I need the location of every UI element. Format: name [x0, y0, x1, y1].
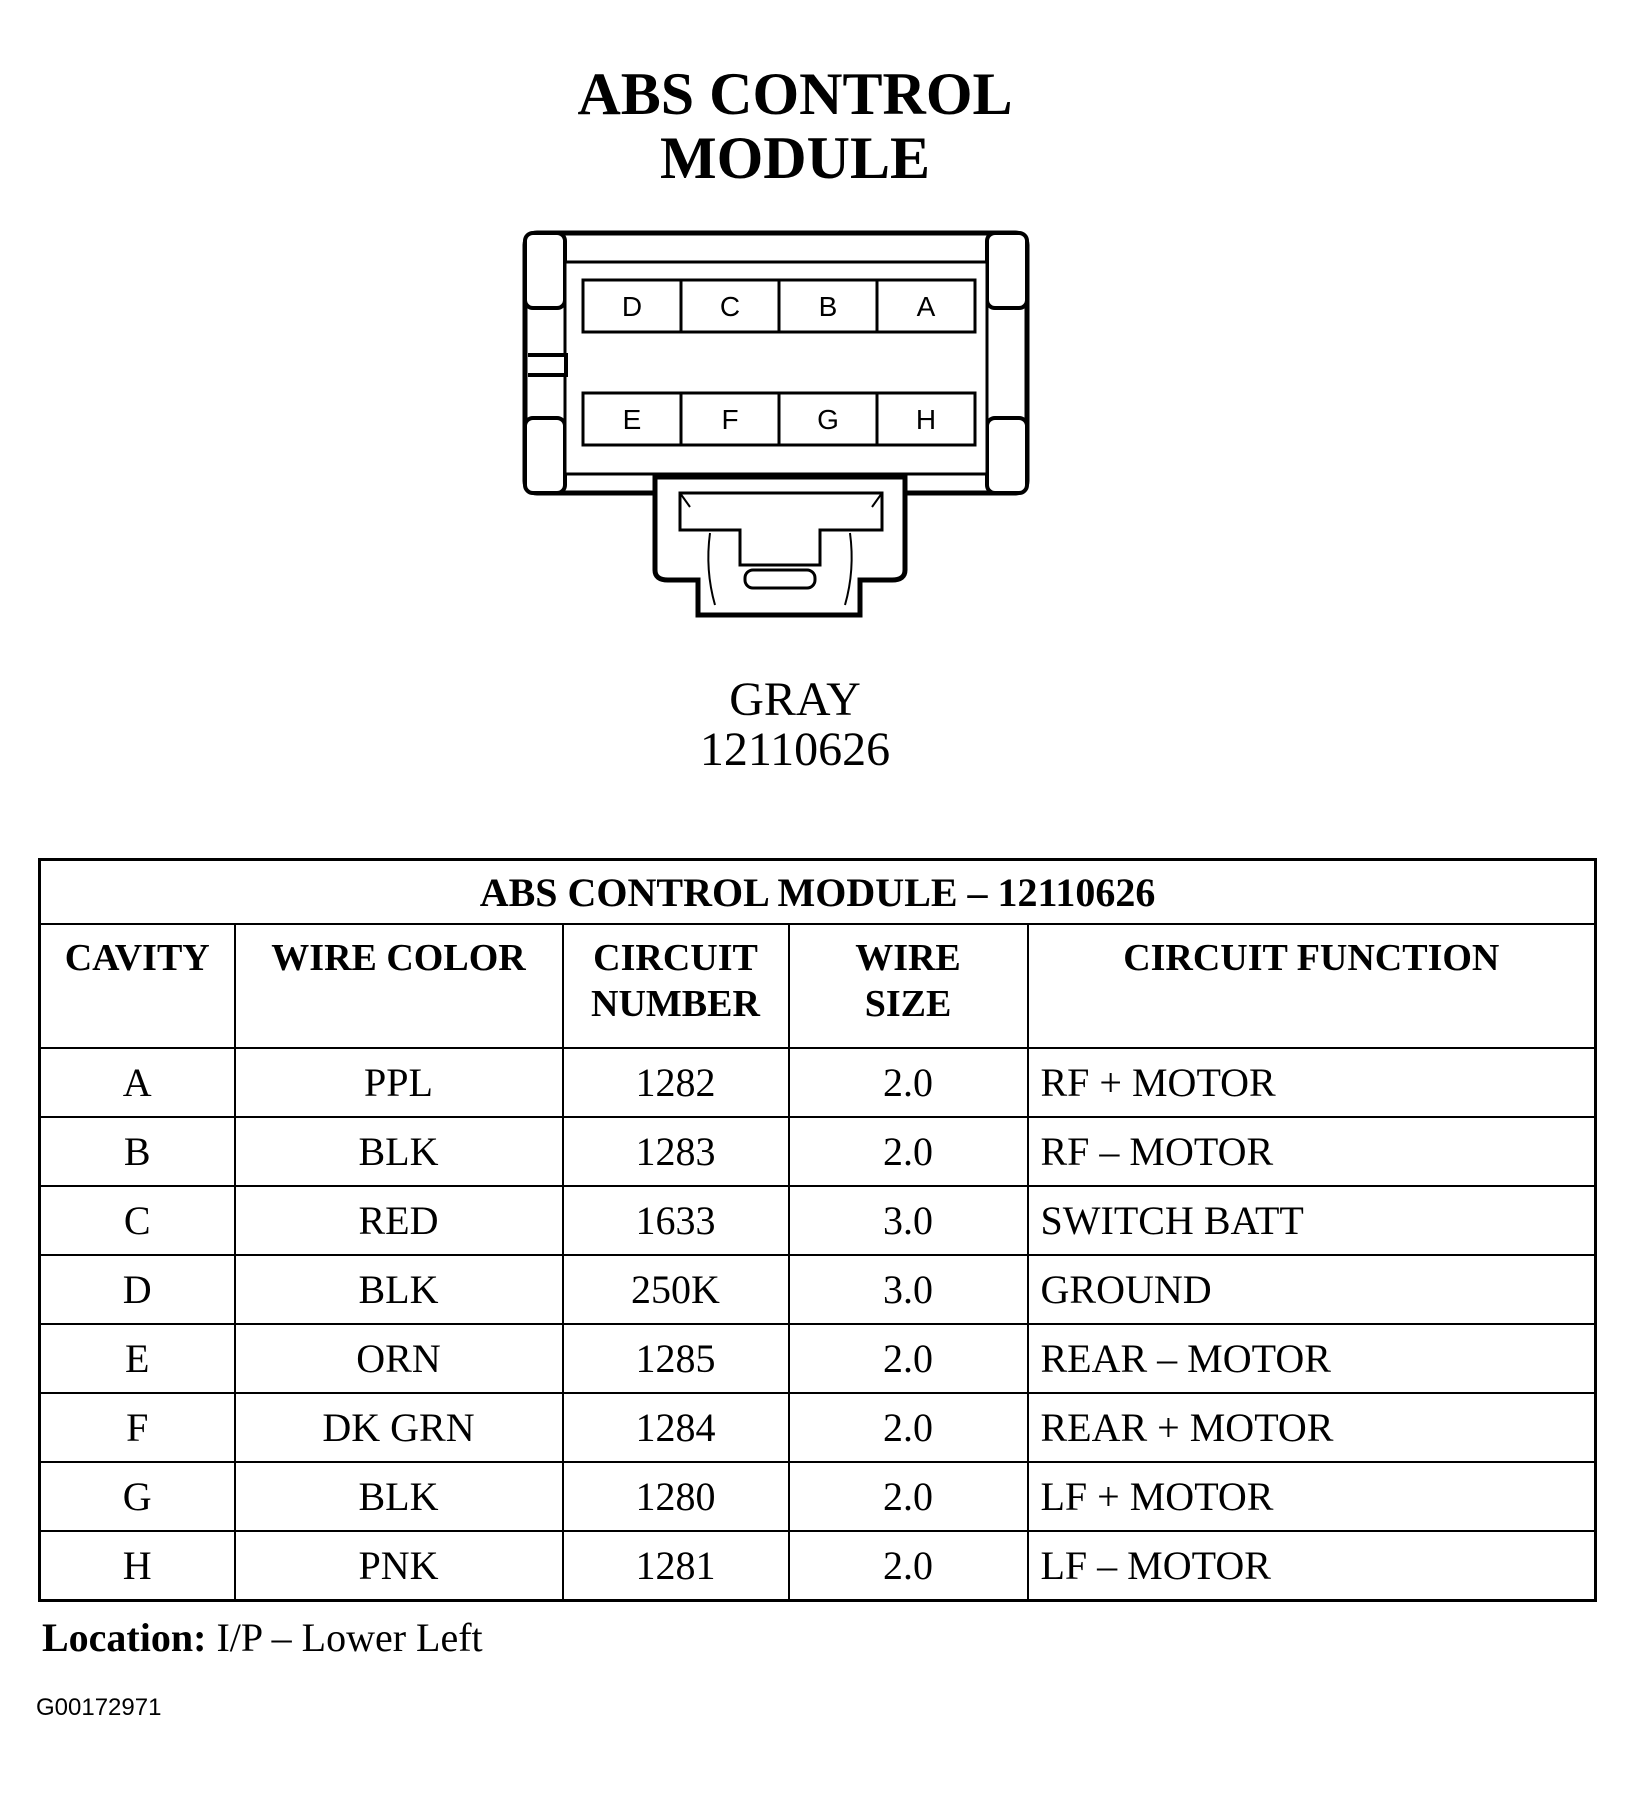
cell-circuit-number: 1285 [561, 1323, 790, 1394]
table-row: H PNK 1281 2.0 LF – MOTOR [38, 1530, 1597, 1602]
cell-cavity: B [38, 1116, 236, 1187]
cell-cavity: G [38, 1461, 236, 1532]
cell-cavity: E [38, 1323, 236, 1394]
cavity-label-c: C [720, 291, 740, 322]
table-row: B BLK 1283 2.0 RF – MOTOR [38, 1116, 1597, 1187]
table-row: E ORN 1285 2.0 REAR – MOTOR [38, 1323, 1597, 1394]
header-circuit-number-line-1: CIRCUIT [593, 937, 758, 979]
cell-circuit-number: 1281 [561, 1530, 790, 1602]
cavity-label-d: D [622, 291, 642, 322]
top-cavity-row [581, 278, 977, 334]
cell-wire-size: 2.0 [787, 1047, 1029, 1118]
cavity-label-e: E [623, 404, 642, 435]
cell-wire-size: 3.0 [787, 1185, 1029, 1256]
cell-wire-color: BLK [233, 1116, 564, 1187]
cell-circuit-function: RF – MOTOR [1026, 1116, 1597, 1187]
table-header-row: CAVITY WIRE COLOR CIRCUIT NUMBER WIRE SI… [38, 923, 1597, 1049]
left-top-latch [523, 231, 567, 310]
cell-circuit-number: 1280 [561, 1461, 790, 1532]
cell-circuit-number: 1283 [561, 1116, 790, 1187]
cavity-label-a: A [917, 291, 936, 322]
header-wire-size-line-1: WIRE [855, 937, 961, 979]
table-title: ABS CONTROL MODULE – 12110626 [38, 858, 1597, 925]
cell-circuit-number: 1633 [561, 1185, 790, 1256]
header-wire-size-line-2: SIZE [864, 983, 952, 1025]
cell-wire-size: 2.0 [787, 1116, 1029, 1187]
table-row: C RED 1633 3.0 SWITCH BATT [38, 1185, 1597, 1256]
cavity-label-h: H [916, 404, 936, 435]
pinout-table: ABS CONTROL MODULE – 12110626 CAVITY WIR… [38, 858, 1598, 1602]
cell-cavity: A [38, 1047, 236, 1118]
title-line-2: MODULE [660, 125, 930, 191]
left-bottom-latch [523, 416, 567, 495]
title-line-1: ABS CONTROL [577, 61, 1013, 127]
table-row: F DK GRN 1284 2.0 REAR + MOTOR [38, 1392, 1597, 1463]
figure-id: G00172971 [36, 1694, 162, 1721]
cell-wire-color: PPL [233, 1047, 564, 1118]
connector-face-view: D C B A E F G H [522, 230, 1030, 618]
cell-wire-color: RED [233, 1185, 564, 1256]
cell-circuit-function: LF + MOTOR [1026, 1461, 1597, 1532]
cell-wire-color: DK GRN [233, 1392, 564, 1463]
cell-circuit-function: SWITCH BATT [1026, 1185, 1597, 1256]
cell-circuit-number: 1284 [561, 1392, 790, 1463]
cavity-label-b: B [819, 291, 838, 322]
key-notch [528, 353, 568, 377]
table-row: D BLK 250K 3.0 GROUND [38, 1254, 1597, 1325]
diagram-title: ABS CONTROL MODULE [0, 62, 1590, 190]
cell-circuit-function: REAR – MOTOR [1026, 1323, 1597, 1394]
cell-circuit-number: 1282 [561, 1047, 790, 1118]
cell-wire-color: ORN [233, 1323, 564, 1394]
cell-cavity: C [38, 1185, 236, 1256]
cell-wire-color: PNK [233, 1530, 564, 1602]
right-bottom-latch [985, 416, 1029, 495]
cell-circuit-function: GROUND [1026, 1254, 1597, 1325]
cell-wire-size: 2.0 [787, 1323, 1029, 1394]
cell-circuit-function: REAR + MOTOR [1026, 1392, 1597, 1463]
right-top-latch [985, 231, 1029, 310]
cavity-label-g: G [817, 404, 839, 435]
header-circuit-number: CIRCUIT NUMBER [561, 923, 790, 1049]
cell-cavity: F [38, 1392, 236, 1463]
cell-circuit-function: LF – MOTOR [1026, 1530, 1597, 1602]
cell-cavity: D [38, 1254, 236, 1325]
cell-wire-size: 2.0 [787, 1530, 1029, 1602]
header-wire-color: WIRE COLOR [233, 923, 564, 1049]
cell-wire-color: BLK [233, 1461, 564, 1532]
cell-wire-size: 3.0 [787, 1254, 1029, 1325]
header-cavity: CAVITY [38, 923, 236, 1049]
cell-wire-size: 2.0 [787, 1461, 1029, 1532]
location-label: Location: [42, 1615, 207, 1660]
cell-circuit-function: RF + MOTOR [1026, 1047, 1597, 1118]
cavity-label-f: F [721, 404, 738, 435]
connector-part-number: 12110626 [699, 723, 891, 776]
connector-caption: GRAY 12110626 [0, 675, 1590, 775]
location-note: Location: I/P – Lower Left [42, 1616, 483, 1660]
table-row: A PPL 1282 2.0 RF + MOTOR [38, 1047, 1597, 1118]
header-wire-size: WIRE SIZE [787, 923, 1029, 1049]
connector-color: GRAY [729, 673, 861, 726]
bottom-cavity-row [581, 391, 977, 447]
header-circuit-number-line-2: NUMBER [591, 983, 760, 1025]
cell-wire-color: BLK [233, 1254, 564, 1325]
cell-wire-size: 2.0 [787, 1392, 1029, 1463]
cell-cavity: H [38, 1530, 236, 1602]
table-row: G BLK 1280 2.0 LF + MOTOR [38, 1461, 1597, 1532]
header-circuit-function: CIRCUIT FUNCTION [1026, 923, 1597, 1049]
location-value: I/P – Lower Left [216, 1615, 483, 1660]
locking-tab [652, 474, 908, 618]
cell-circuit-number: 250K [561, 1254, 790, 1325]
